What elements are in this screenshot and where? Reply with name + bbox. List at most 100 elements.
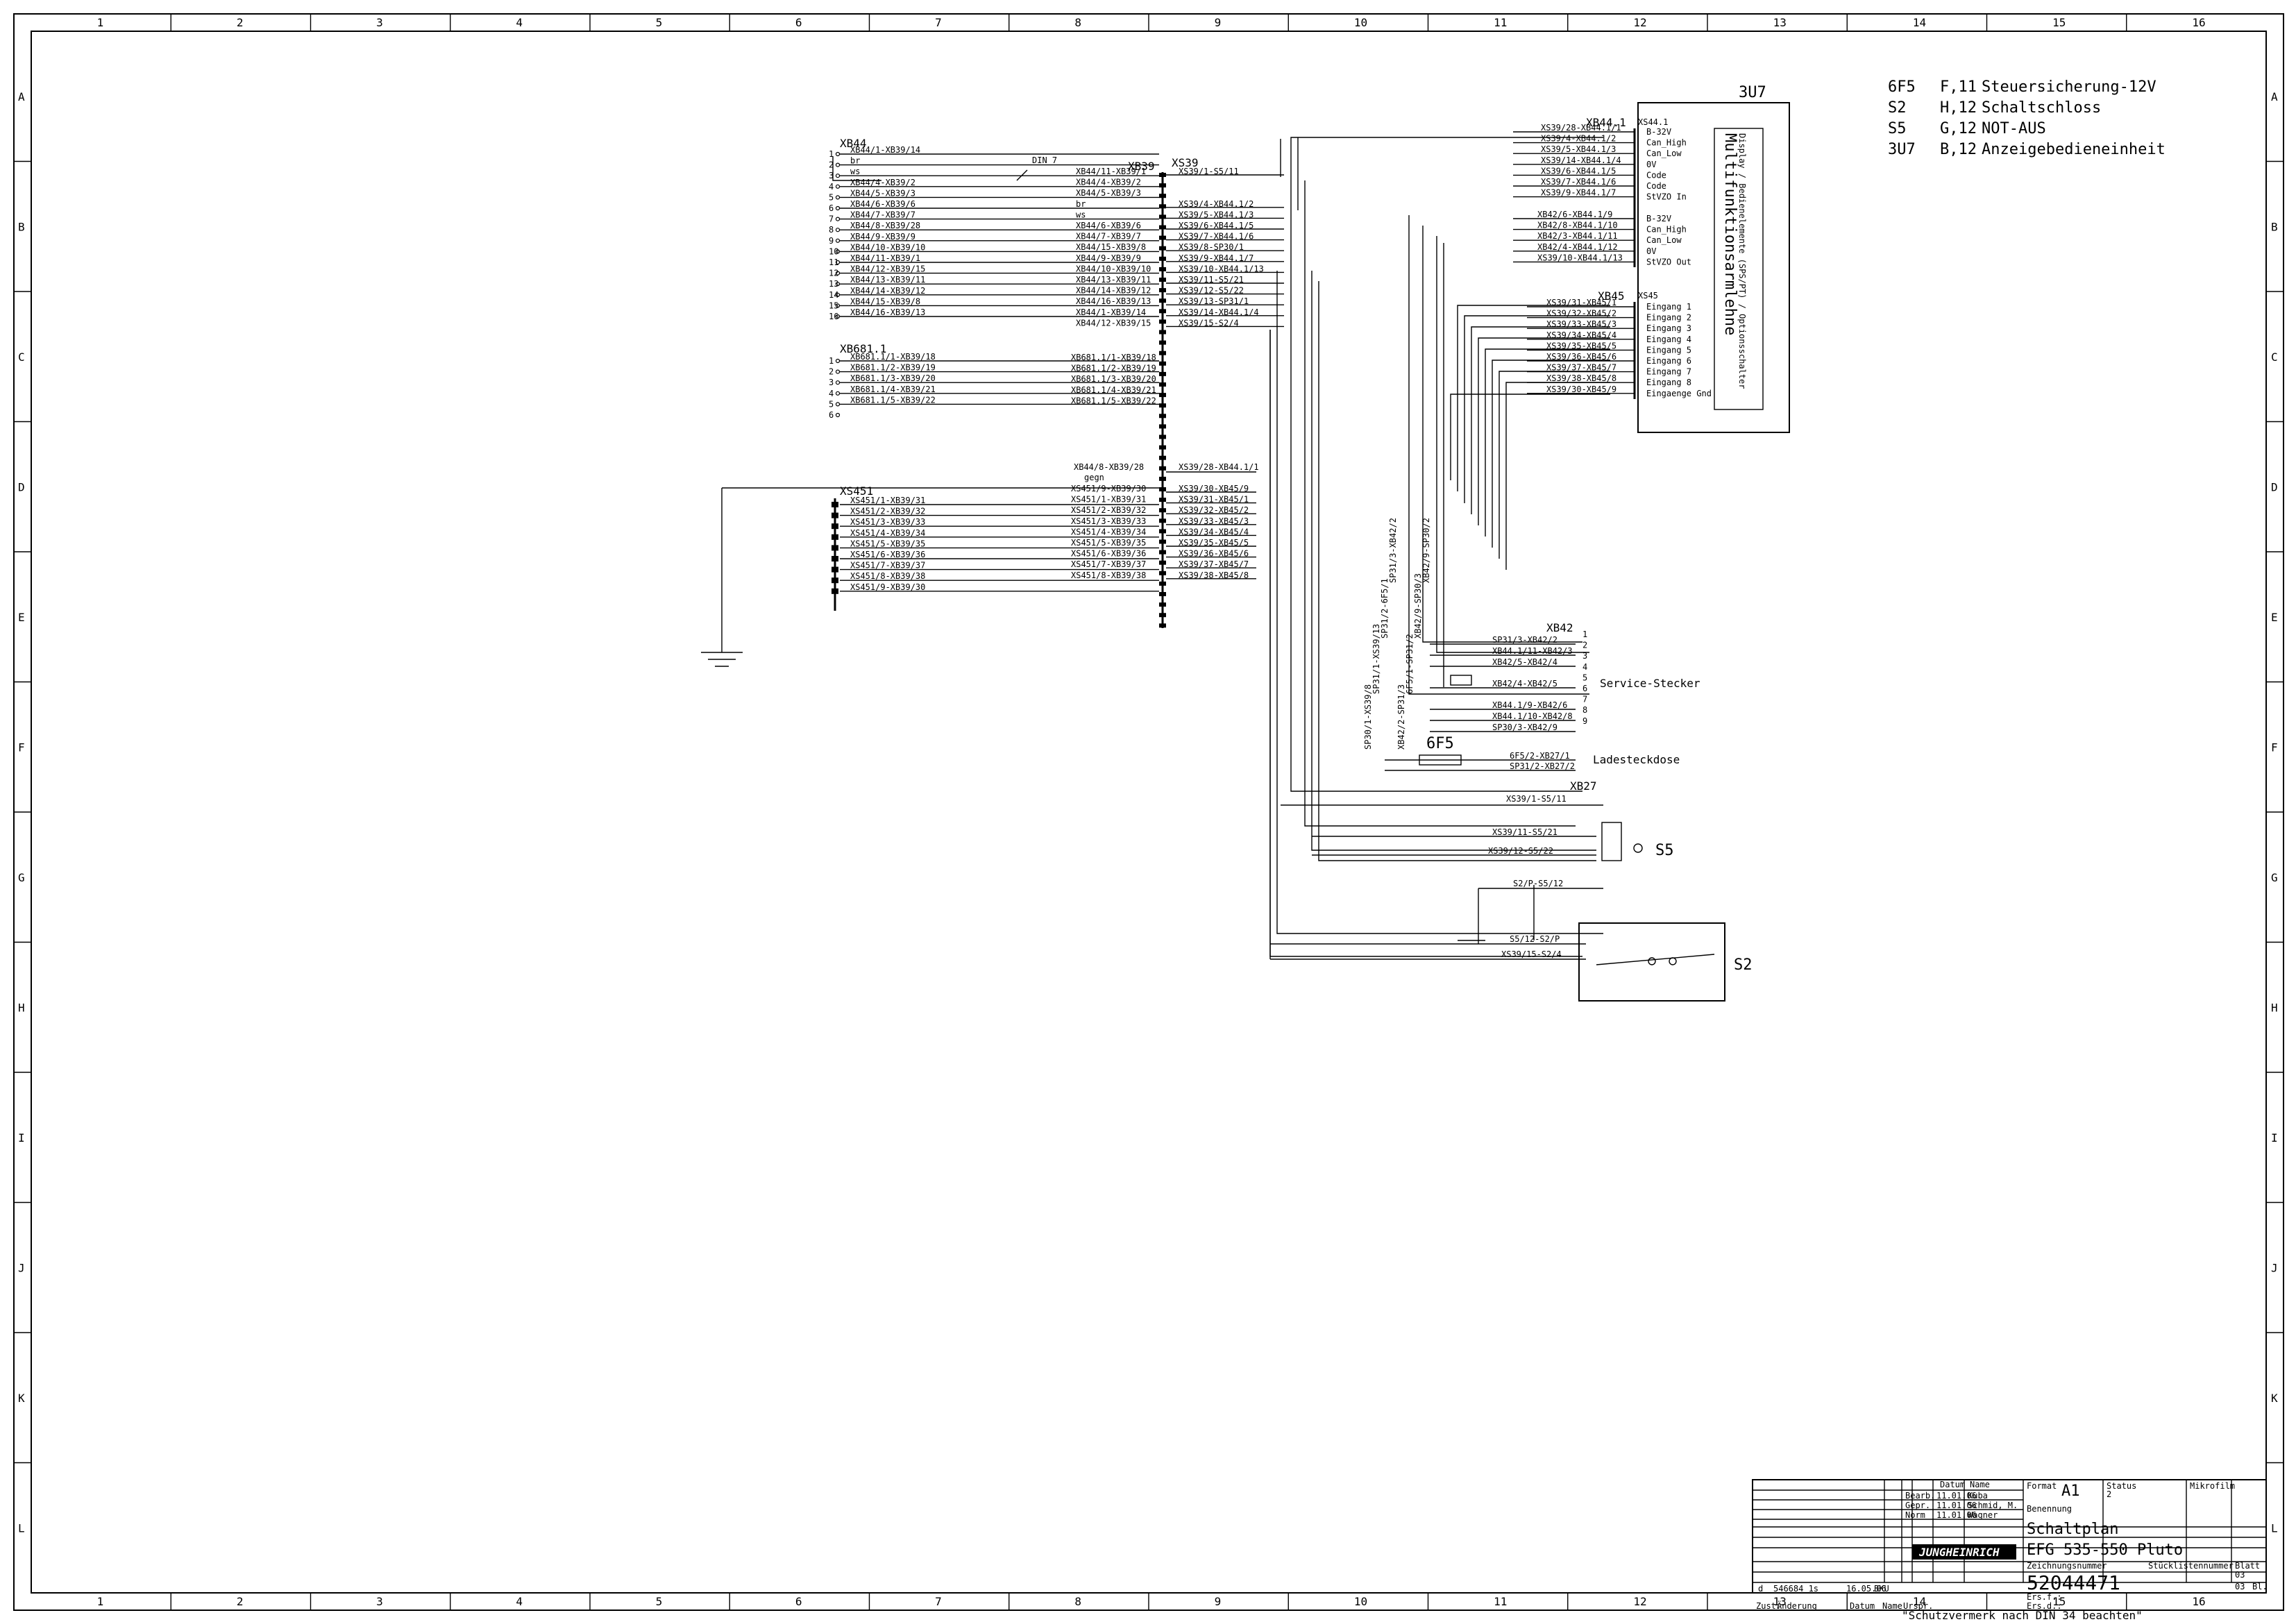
sheet-total: 03 bbox=[2235, 1582, 2245, 1591]
pin-terminal bbox=[835, 260, 841, 265]
wire-label: XB44/1-XB39/14 bbox=[850, 145, 920, 155]
wire-label: XS39/35-XB45/5 bbox=[1546, 341, 1617, 350]
wire-label-right: XS39/30-XB45/9 bbox=[1179, 484, 1249, 493]
vertical-wire-label: SP31/2-6F5/1 bbox=[1380, 578, 1390, 639]
pin-terminal bbox=[835, 412, 841, 418]
sheet-abbrev: Bl. bbox=[2252, 1582, 2268, 1591]
column-label-bottom: 10 bbox=[1354, 1595, 1367, 1608]
pin-number: 15 bbox=[829, 301, 838, 310]
row-label-right: D bbox=[2271, 480, 2278, 493]
revision-date: 16.05.06 bbox=[1846, 1584, 1886, 1594]
drawing-title: Schaltplan bbox=[2027, 1521, 2118, 1538]
column-label-top: 11 bbox=[1494, 16, 1507, 29]
column-label-top: 4 bbox=[516, 16, 523, 29]
wire-label: XB44/12-XB39/15 bbox=[850, 264, 925, 274]
pin-terminal bbox=[832, 566, 838, 573]
wire-label-left: XB44/11-XB39/1 bbox=[1076, 167, 1146, 176]
norm-date: 11.01.06 bbox=[1936, 1510, 1977, 1520]
row-label-right: E bbox=[2271, 611, 2278, 624]
pin-number: 6 bbox=[1582, 684, 1587, 693]
connector-pin bbox=[1159, 393, 1166, 398]
row-label-right: B bbox=[2271, 220, 2278, 233]
wire-label: XB44/14-XB39/12 bbox=[850, 286, 925, 296]
wire-label-right: XS39/1-S5/11 bbox=[1179, 167, 1239, 176]
connector-pin bbox=[1159, 214, 1166, 219]
wire-label-left: XB681.1/1-XB39/18 bbox=[1071, 353, 1156, 362]
connector-pin bbox=[1159, 288, 1166, 293]
pin-terminal bbox=[832, 545, 838, 551]
wire-label-right: XS39/13-SP31/1 bbox=[1179, 296, 1249, 306]
vertical-wire-label: XB42/9-SP30/3 bbox=[1413, 573, 1423, 639]
wire-label-left: XS451/8-XB39/38 bbox=[1071, 571, 1146, 580]
wire-label-right: XS39/9-XB44.1/7 bbox=[1179, 253, 1253, 263]
drawing-number: 52044471 bbox=[2027, 1571, 2120, 1594]
legend-id: 6F5 bbox=[1888, 78, 1916, 96]
connector-pin bbox=[1159, 204, 1166, 209]
wire-label: XB44/6-XB39/6 bbox=[850, 199, 915, 209]
legend-ref: F,11 bbox=[1940, 78, 1977, 96]
column-label-top: 16 bbox=[2192, 16, 2205, 29]
connector-pin bbox=[1159, 225, 1166, 230]
xb441-label: XB44.1 bbox=[1586, 116, 1626, 129]
wire-label: XS451/6-XB39/36 bbox=[850, 550, 925, 559]
connector-pin bbox=[1159, 539, 1166, 544]
format-label: Format bbox=[2027, 1481, 2057, 1491]
pin-terminal bbox=[835, 314, 841, 319]
pin-number: 9 bbox=[829, 236, 834, 246]
wire-label: XB44/8-XB39/28 bbox=[850, 221, 920, 230]
connector-pin bbox=[1159, 298, 1166, 303]
wire-label: XS39/10-XB44.1/13 bbox=[1537, 253, 1623, 262]
column-label-top: 1 bbox=[97, 16, 104, 29]
legend-id: 3U7 bbox=[1888, 141, 1916, 158]
connector-pin bbox=[1159, 581, 1166, 586]
wire-label-left: XB44/14-XB39/12 bbox=[1076, 286, 1151, 296]
pin-number: 6 bbox=[829, 410, 834, 420]
column-label-top: 15 bbox=[2052, 16, 2066, 29]
vertical-wire-label: SP31/1-XS39/13 bbox=[1371, 624, 1381, 694]
wire-label: XS39/38-XB45/8 bbox=[1546, 373, 1617, 383]
drawing-number-label: Zeichnungsnummer bbox=[2027, 1561, 2107, 1571]
wire-label-left: XS451/2-XB39/32 bbox=[1071, 505, 1146, 515]
wire-label: XB44/11-XB39/1 bbox=[850, 253, 920, 263]
pin-terminal bbox=[832, 502, 838, 507]
wire-label: XB44/13-XB39/11 bbox=[850, 275, 925, 285]
pin-terminal bbox=[835, 402, 841, 407]
wire-label: XB42/3-XB44.1/11 bbox=[1537, 231, 1618, 241]
wire-label: XB44/4-XB39/2 bbox=[850, 178, 915, 187]
wire-label-left: XS451/1-XB39/31 bbox=[1071, 495, 1146, 505]
wire-label: XB44.1/11-XB42/3 bbox=[1492, 646, 1573, 656]
pin-number: 3 bbox=[829, 378, 834, 387]
connector-pin bbox=[1159, 560, 1166, 565]
norm-name: Wagner bbox=[1968, 1510, 1998, 1520]
sheet-label: Blatt bbox=[2235, 1561, 2260, 1571]
wire-label-left: XB44/4-XB39/2 bbox=[1076, 178, 1141, 187]
wire-label-left: XS451/4-XB39/34 bbox=[1071, 527, 1146, 537]
pin-terminal bbox=[832, 512, 838, 518]
switch-housing bbox=[1601, 822, 1622, 861]
signal-label: B-32V bbox=[1646, 214, 1671, 223]
signal-label: Can_High bbox=[1646, 138, 1687, 148]
wire-label-left: XS451/6-XB39/36 bbox=[1071, 549, 1146, 559]
wire-label-left: XS451/5-XB39/35 bbox=[1071, 538, 1146, 548]
signal-label: Eingang 7 bbox=[1646, 367, 1691, 377]
wire-label: XS39/9-XB44.1/7 bbox=[1541, 188, 1616, 198]
row-label-right: C bbox=[2271, 350, 2278, 364]
pin-terminal bbox=[835, 238, 841, 243]
column-label-bottom: 6 bbox=[795, 1595, 802, 1608]
column-label-top: 6 bbox=[795, 16, 802, 29]
pin-terminal bbox=[832, 588, 838, 594]
connector-pin bbox=[1159, 256, 1166, 261]
wire-label: S5/12-S2/P bbox=[1510, 934, 1560, 944]
titleblock-frame bbox=[1752, 1479, 2267, 1594]
connector-pin bbox=[1159, 466, 1166, 471]
fuse-label: 6F5 bbox=[1426, 735, 1454, 752]
norm-label: Norm bbox=[1905, 1510, 1925, 1520]
wire-label-right: XS39/15-S2/4 bbox=[1179, 318, 1239, 328]
connector-pin bbox=[1159, 434, 1166, 439]
module-title: Multifunktionsarmlehne bbox=[1721, 133, 1739, 335]
column-label-bottom: 8 bbox=[1074, 1595, 1081, 1608]
